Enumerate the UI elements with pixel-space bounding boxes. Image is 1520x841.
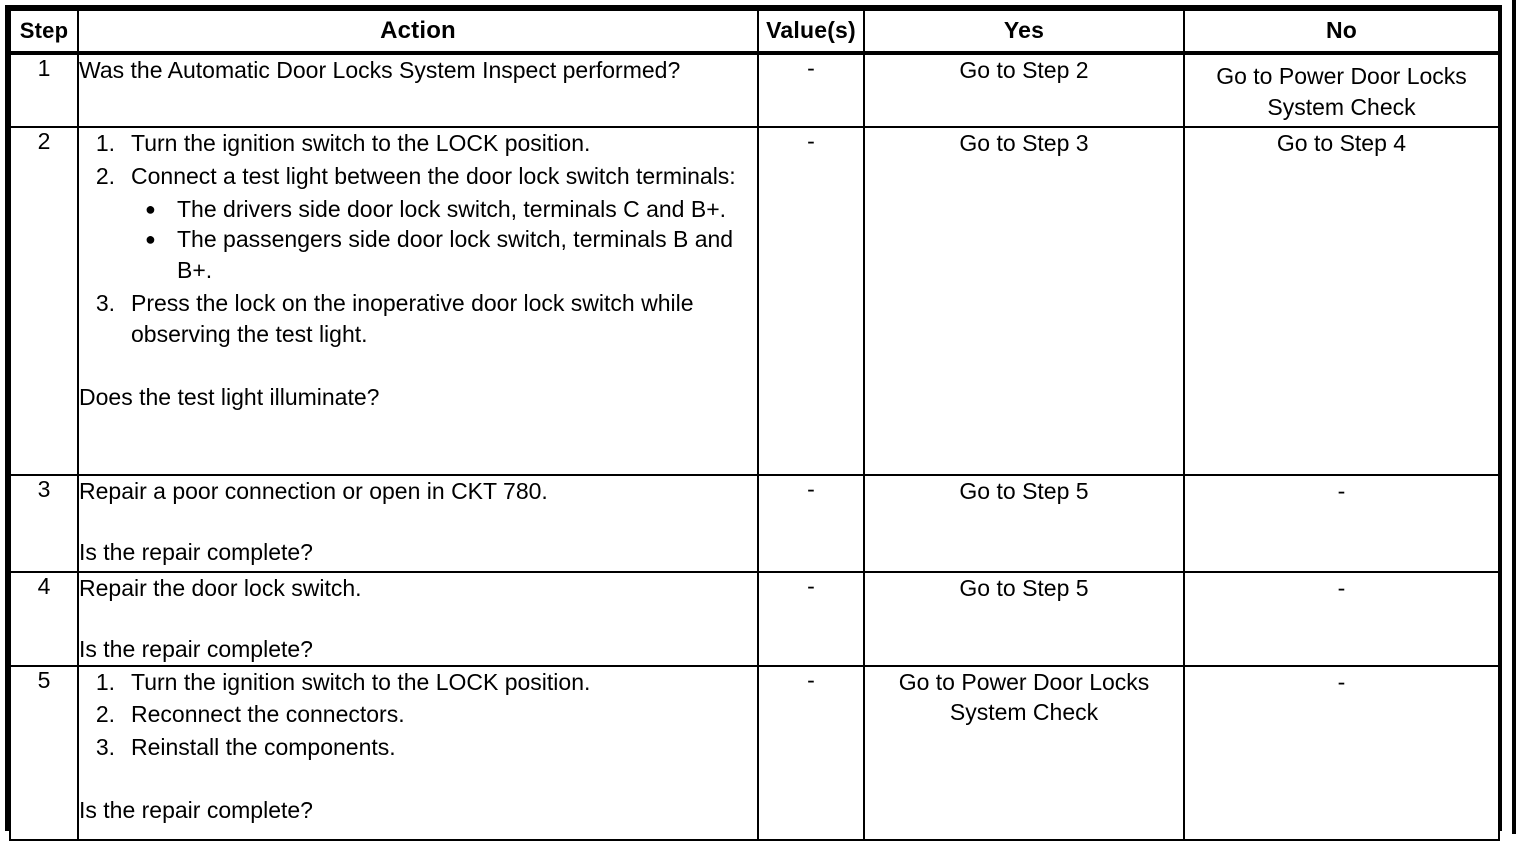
table-header-row: Step Action Value(s) Yes No	[9, 9, 1500, 55]
action-question: Does the test light illuminate?	[79, 383, 380, 410]
diagnostic-table-container: Step Action Value(s) Yes No 1 Was the Au…	[5, 5, 1502, 841]
list-number: 3.	[95, 734, 115, 761]
action-question: Is the repair complete?	[79, 538, 313, 565]
action-list-item: 2. Reconnect the connectors.	[79, 699, 757, 730]
yes-cell: Go to Step 5	[863, 571, 1185, 667]
spacer	[79, 604, 757, 634]
action-step-list: 1. Turn the ignition switch to the LOCK …	[79, 128, 757, 350]
column-header-yes: Yes	[863, 9, 1185, 55]
yes-result: Go to Step 2	[959, 57, 1089, 83]
list-number: 1.	[95, 130, 115, 156]
column-header-no: No	[1183, 9, 1500, 55]
column-header-action: Action	[77, 9, 759, 55]
no-result: Go to Step 4	[1276, 130, 1407, 156]
table-row: 5 1. Turn the ignition switch to the LOC…	[9, 664, 1500, 841]
list-text: Reconnect the connectors.	[131, 701, 405, 728]
action-question: Is the repair complete?	[79, 635, 313, 662]
action-instruction: Repair the door lock switch.	[79, 575, 362, 601]
yes-result: Go to Step 5	[959, 478, 1089, 504]
action-bullet-item: ● The passengers side door lock switch, …	[131, 224, 757, 286]
action-list-item: 3. Press the lock on the inoperative doo…	[79, 288, 757, 350]
bullet-text: The drivers side door lock switch, termi…	[177, 195, 727, 222]
no-cell: -	[1183, 571, 1500, 667]
action-step-list: 1. Turn the ignition switch to the LOCK …	[79, 667, 757, 763]
no-result-line1: Go to Power Door Locks	[1216, 63, 1467, 89]
action-bullet-item: ● The drivers side door lock switch, ter…	[131, 194, 757, 225]
table-row: 4 Repair the door lock switch. Is the re…	[9, 571, 1500, 667]
value-cell: -	[757, 52, 865, 128]
yes-result: Go to Step 3	[959, 130, 1089, 156]
list-text: Connect a test light between the door lo…	[131, 162, 736, 189]
yes-result: Go to Step 5	[959, 575, 1089, 601]
yes-cell: Go to Step 2	[863, 52, 1185, 128]
action-list-item: 3. Reinstall the components.	[79, 732, 757, 763]
bullet-text: The passengers side door lock switch, te…	[177, 226, 734, 284]
spacer	[79, 765, 757, 795]
column-header-step: Step	[9, 9, 79, 55]
action-cell: Was the Automatic Door Locks System Insp…	[77, 52, 759, 128]
table-row: 1 Was the Automatic Door Locks System In…	[9, 52, 1500, 128]
list-text: Turn the ignition switch to the LOCK pos…	[131, 130, 591, 156]
step-number: 2	[9, 126, 79, 476]
list-text: Press the lock on the inoperative door l…	[131, 290, 694, 347]
step-number: 5	[9, 664, 79, 841]
no-result: -	[1337, 668, 1346, 695]
no-result-line2: System Check	[1267, 93, 1416, 120]
yes-cell: Go to Step 5	[863, 474, 1185, 573]
action-cell: Repair a poor connection or open in CKT …	[77, 474, 759, 573]
no-result: -	[1337, 478, 1346, 504]
value-cell: -	[757, 571, 865, 667]
spacer	[79, 507, 757, 537]
column-header-value: Value(s)	[757, 9, 865, 55]
no-cell: -	[1183, 474, 1500, 573]
value-cell: -	[757, 126, 865, 476]
list-number: 2.	[95, 162, 115, 189]
list-text: Reinstall the components.	[131, 734, 396, 761]
diagnostic-table: Step Action Value(s) Yes No 1 Was the Au…	[9, 9, 1500, 841]
action-list-item: 1. Turn the ignition switch to the LOCK …	[79, 667, 757, 698]
no-result: -	[1337, 575, 1346, 601]
list-number: 2.	[95, 701, 115, 728]
action-cell: 1. Turn the ignition switch to the LOCK …	[77, 126, 759, 476]
table-row: 2 1. Turn the ignition switch to the LOC…	[9, 126, 1500, 476]
action-cell: 1. Turn the ignition switch to the LOCK …	[77, 664, 759, 841]
action-question: Was the Automatic Door Locks System Insp…	[79, 57, 681, 83]
yes-cell: Go to Step 3	[863, 126, 1185, 476]
step-number: 3	[9, 474, 79, 573]
action-bullet-list: ● The drivers side door lock switch, ter…	[131, 194, 757, 286]
action-instruction: Repair a poor connection or open in CKT …	[79, 478, 548, 504]
step-number: 1	[9, 52, 79, 128]
list-number: 3.	[95, 290, 115, 317]
value-cell: -	[757, 474, 865, 573]
no-cell: Go to Step 4	[1183, 126, 1500, 476]
yes-result-line2: System Check	[949, 699, 1099, 726]
value-cell: -	[757, 664, 865, 841]
action-list-item: 2. Connect a test light between the door…	[79, 161, 757, 286]
page-margin-rule	[1512, 0, 1516, 834]
yes-cell: Go to Power Door Locks System Check	[863, 664, 1185, 841]
yes-result-line1: Go to Power Door Locks	[898, 668, 1150, 695]
step-number: 4	[9, 571, 79, 667]
list-number: 1.	[95, 668, 115, 695]
action-cell: Repair the door lock switch. Is the repa…	[77, 571, 759, 667]
action-question: Is the repair complete?	[79, 797, 313, 824]
no-cell: -	[1183, 664, 1500, 841]
action-list-item: 1. Turn the ignition switch to the LOCK …	[79, 128, 757, 159]
list-text: Turn the ignition switch to the LOCK pos…	[131, 668, 591, 695]
no-cell: Go to Power Door Locks System Check	[1183, 52, 1500, 128]
bullet-icon: ●	[145, 198, 156, 219]
bullet-icon: ●	[145, 229, 156, 250]
table-row: 3 Repair a poor connection or open in CK…	[9, 474, 1500, 573]
spacer	[79, 352, 757, 382]
